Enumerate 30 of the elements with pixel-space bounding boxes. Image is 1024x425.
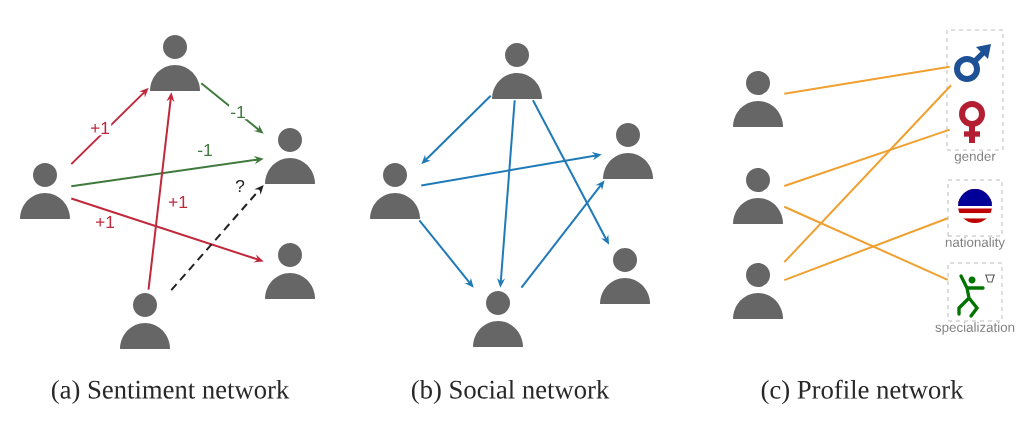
node-label: specialization [935, 322, 1015, 335]
person-icon [150, 32, 200, 91]
person-icon [20, 160, 70, 219]
node-label: gender [954, 151, 996, 164]
caption: (a) Sentiment network [51, 379, 290, 405]
male-symbol [954, 44, 991, 82]
person-icon [733, 68, 783, 127]
person-icon [733, 260, 783, 319]
person-icon [265, 240, 315, 299]
edge-label: +1 [166, 194, 190, 210]
category-box: gender [946, 29, 1004, 164]
edge-label: +1 [88, 120, 112, 136]
caption: (c) Profile network [761, 379, 964, 405]
person-icon [600, 245, 650, 304]
edge-label: -1 [195, 142, 215, 158]
edge-label: ? [233, 178, 247, 194]
person-icon [473, 288, 523, 347]
person-icon [265, 125, 315, 184]
edge-label: +1 [93, 214, 117, 230]
person-icon [733, 165, 783, 224]
category-box: specialization [935, 262, 1015, 335]
person-icon [603, 120, 653, 179]
caption: (b) Social network [411, 379, 610, 405]
category-box: nationality [945, 179, 1005, 250]
female-symbol [959, 101, 985, 143]
person-icon [370, 160, 420, 219]
edge-label: -1 [228, 104, 248, 120]
person-icon [492, 40, 542, 99]
person-icon [120, 290, 170, 349]
node-label: nationality [945, 237, 1005, 250]
